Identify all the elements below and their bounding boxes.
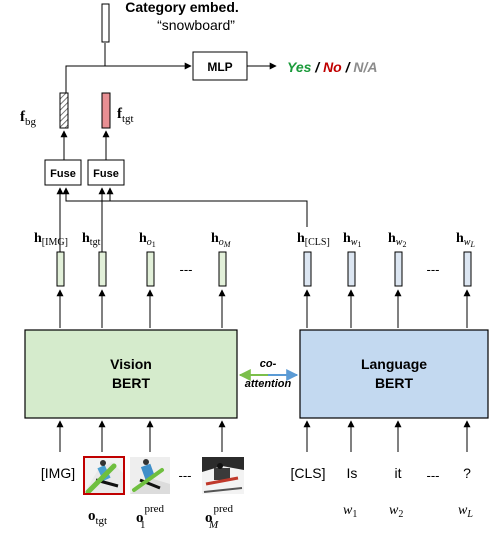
label-wl: wL <box>458 503 473 520</box>
language-token-label: h[CLS] <box>297 231 330 248</box>
category-subtitle: “snowboard” <box>157 17 235 33</box>
language-token-label: hw1 <box>343 231 361 249</box>
vision-token-label: hoM <box>211 231 232 249</box>
output-separator: / <box>314 59 323 75</box>
arrow-cls-to-fuse-bg <box>62 187 308 227</box>
mlp-label: MLP <box>207 60 232 74</box>
output-separator: / <box>345 59 354 75</box>
language-bert-line1: Language <box>361 356 427 372</box>
vision-token-label: ho1 <box>139 231 156 249</box>
vision-bert-line2: BERT <box>112 375 151 391</box>
bert-input-arrows <box>56 420 471 452</box>
input-word-2: it <box>395 465 402 481</box>
input-word-1: Is <box>347 465 358 481</box>
language-input-ellipsis: --- <box>427 468 440 483</box>
category-embedding-bar <box>101 3 110 43</box>
f-tgt-label: ftgt <box>117 106 134 125</box>
input-img-token: [IMG] <box>41 465 75 481</box>
language-ellipsis: --- <box>427 262 440 277</box>
fuse-box-tgt <box>87 159 125 186</box>
language-bert-line2: BERT <box>375 375 414 391</box>
output-no: No <box>323 59 342 75</box>
vision-bert-box <box>24 329 238 419</box>
fuse-label-tgt: Fuse <box>93 168 119 180</box>
language-output-bar-w2 <box>394 251 403 287</box>
label-w2: w2 <box>389 503 403 520</box>
fuse-label-bg: Fuse <box>50 168 76 180</box>
vision-output-bar-om <box>218 251 227 287</box>
label-o-tgt: otgt <box>88 508 107 527</box>
input-ellipsis: --- <box>179 468 192 483</box>
mlp-box <box>192 51 248 81</box>
vision-ellipsis: --- <box>180 262 193 277</box>
vision-token-label: htgt <box>82 231 101 248</box>
input-cls-token: [CLS] <box>290 465 325 481</box>
coattention-line2: attention <box>245 378 292 390</box>
vision-output-bar-tgt <box>98 251 107 287</box>
pred-object-1-image <box>130 457 170 494</box>
vision-token-label: h[IMG] <box>34 231 68 248</box>
vision-bert-line1: Vision <box>110 356 152 372</box>
output-na: N/A <box>353 59 377 75</box>
input-word-l: ? <box>463 465 471 481</box>
fuse-box-bg <box>44 159 82 186</box>
language-output-bar-cls <box>303 251 312 287</box>
bert-output-arrows <box>56 289 471 328</box>
output-labels: Yes / No / N/A <box>287 59 378 75</box>
label-w1: w1 <box>343 503 357 520</box>
pred-object-m-image <box>202 457 244 494</box>
language-bert-box <box>299 329 489 419</box>
vision-output-bar-o1 <box>146 251 155 287</box>
f-tgt-bar <box>101 92 111 129</box>
f-bg-bar <box>59 92 69 129</box>
vision-output-bar-img <box>56 251 65 287</box>
target-object-image <box>83 456 125 495</box>
language-output-bar-w1 <box>347 251 356 287</box>
language-token-label: hwL <box>456 231 475 249</box>
output-yes: Yes <box>287 59 312 75</box>
language-token-label: hw2 <box>388 231 406 249</box>
f-bg-label: fbg <box>20 109 37 128</box>
language-output-bar-wl <box>463 251 472 287</box>
coattention-line1: co- <box>260 358 277 370</box>
arrow-to-mlp <box>65 62 192 93</box>
category-title: Category embed. <box>125 0 239 15</box>
